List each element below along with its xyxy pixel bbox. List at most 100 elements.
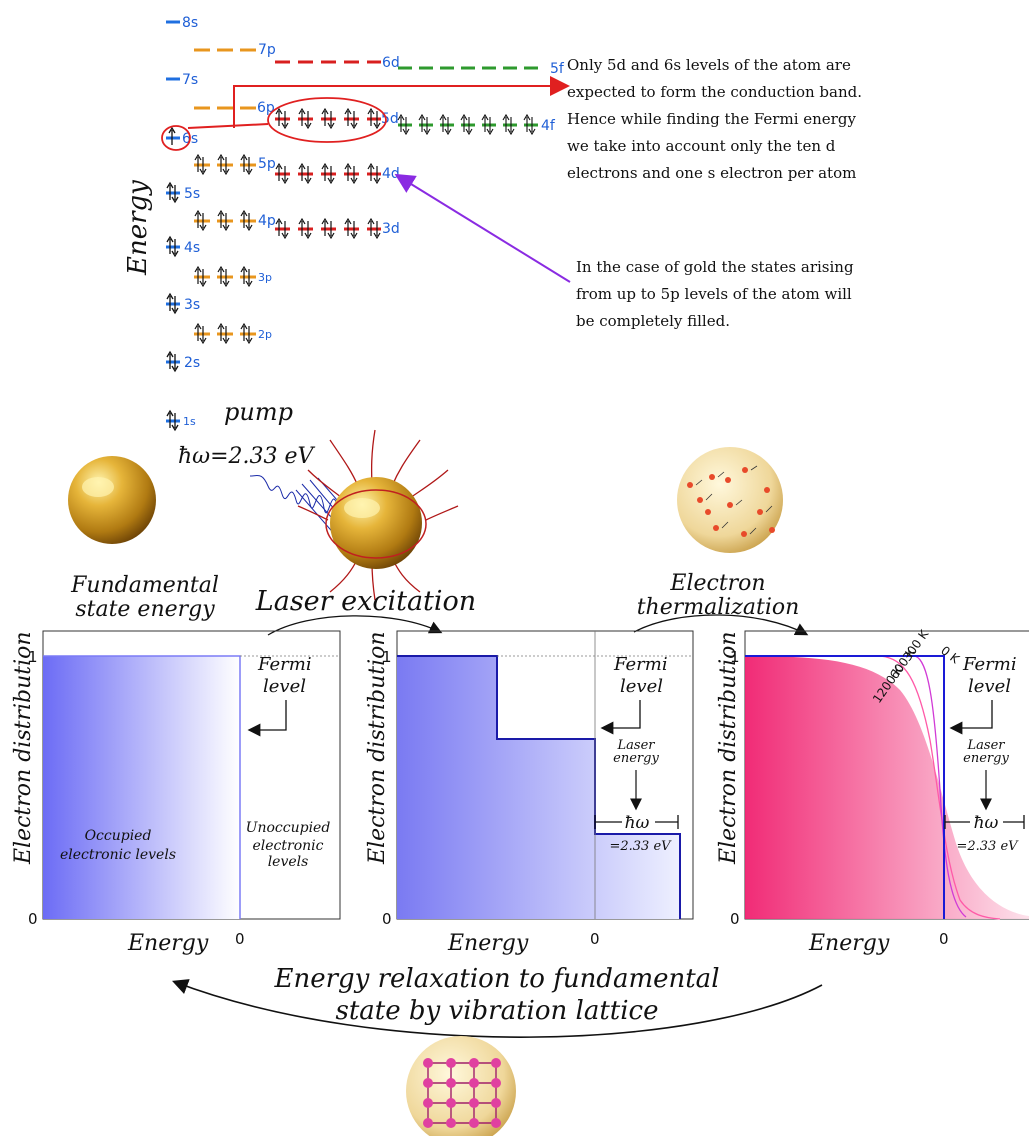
note-line: electrons and one s electron per atom bbox=[567, 164, 856, 182]
fundamental-label: Fundamental bbox=[70, 573, 219, 598]
s-label: 8s bbox=[182, 15, 198, 31]
occupied-label: Occupied bbox=[85, 828, 152, 844]
fermi-label: Fermi bbox=[613, 654, 668, 675]
xlabel: Energy bbox=[808, 931, 890, 956]
d-label: 6d bbox=[382, 55, 400, 71]
s-level-5s: 5s bbox=[166, 181, 200, 204]
unoccupied-label: levels bbox=[268, 854, 309, 870]
note-line: we take into account only the ten d bbox=[567, 137, 836, 155]
temperature-label-0K: 0 K bbox=[938, 643, 963, 667]
laser-excitation-label: Laser excitation bbox=[255, 586, 476, 617]
d-level-4d: 4d bbox=[275, 162, 400, 185]
s-level-8s: 8s bbox=[166, 15, 198, 31]
fermi-label: Fermi bbox=[257, 654, 312, 675]
s-level-1s: 1s bbox=[166, 409, 196, 432]
note-line: Hence while finding the Fermi energy bbox=[567, 110, 856, 128]
panel-fundamental: 1 0 0 Electron distribution Energy Fermi… bbox=[11, 630, 341, 956]
p-level-5p: 5p bbox=[194, 153, 276, 176]
d-label: 4d bbox=[382, 166, 400, 182]
stage-arrow bbox=[267, 615, 443, 636]
p-label: 2p bbox=[258, 328, 272, 341]
f-level-5f: 5f bbox=[398, 61, 565, 77]
excited-distribution-area bbox=[397, 656, 680, 919]
fermi-label: level bbox=[263, 676, 306, 697]
fermi-dirac-600K bbox=[745, 655, 1001, 920]
fundamental-label: state energy bbox=[75, 597, 215, 622]
gold-nanoparticle-lattice bbox=[406, 1036, 516, 1136]
note-filled-levels: In the case of gold the states arising f… bbox=[576, 258, 854, 330]
gold-nanoparticle-thermalized bbox=[677, 447, 783, 553]
y-tick-0: 0 bbox=[382, 910, 392, 928]
relaxation-arrow bbox=[172, 979, 823, 1038]
pump-energy-label: ħω=2.33 eV bbox=[178, 444, 316, 469]
d-level-5d: 5d bbox=[267, 97, 399, 143]
6s-highlight-ellipse bbox=[161, 125, 191, 151]
fermi-label: level bbox=[620, 676, 663, 697]
fermi-dirac-300K bbox=[745, 655, 967, 918]
hbar-value-label: =2.33 eV bbox=[609, 839, 672, 854]
f-level-4f: 4f bbox=[397, 113, 556, 136]
thermalization-label: Electron bbox=[669, 571, 765, 596]
fermi-dirac-0K bbox=[745, 655, 945, 919]
s-level-3s: 3s bbox=[166, 292, 200, 315]
p-label: 6p bbox=[257, 100, 275, 116]
x-tick-0: 0 bbox=[235, 930, 245, 948]
thermalization-label: thermalization bbox=[637, 595, 800, 620]
fermi-label: level bbox=[968, 676, 1011, 697]
fermi-dirac-1200K bbox=[745, 656, 1029, 919]
s-level-2s: 2s bbox=[166, 350, 200, 373]
occupied-label: electronic levels bbox=[60, 847, 176, 863]
ylabel: Electron distribution bbox=[716, 631, 741, 865]
hbar-omega-label: ħω bbox=[625, 813, 650, 833]
f-label: 5f bbox=[550, 61, 565, 77]
note-line: be completely filled. bbox=[576, 312, 730, 330]
p-level-6p: 6p bbox=[194, 100, 275, 116]
d-label: 3d bbox=[382, 221, 400, 237]
s-level-4s: 4s bbox=[166, 235, 200, 258]
p-level-7p: 7p bbox=[194, 42, 276, 58]
p-level-3p: 3p bbox=[194, 265, 272, 288]
laser-energy-label: Laser bbox=[967, 738, 1006, 753]
relaxation-label: Energy relaxation to fundamental bbox=[273, 964, 719, 994]
ylabel: Electron distribution bbox=[365, 631, 390, 865]
laser-energy-label: Laser bbox=[617, 738, 656, 753]
note-line: Only 5d and 6s levels of the atom are bbox=[567, 56, 851, 74]
laser-energy-label: energy bbox=[613, 751, 659, 766]
laser-energy-label: energy bbox=[963, 751, 1009, 766]
d-level-6d: 6d bbox=[275, 55, 400, 71]
f-label: 4f bbox=[541, 118, 556, 134]
y-tick-1: 1 bbox=[730, 648, 740, 666]
unoccupied-label: Unoccupied bbox=[246, 820, 331, 836]
panel-laser-excitation: 1 0 0 Electron distribution Energy Fermi… bbox=[365, 630, 694, 956]
connector-line bbox=[187, 123, 269, 129]
pump-label: pump bbox=[224, 398, 293, 426]
s-label: 5s bbox=[184, 186, 200, 202]
fermi-label: Fermi bbox=[962, 654, 1017, 675]
hbar-value-label: =2.33 eV bbox=[956, 839, 1019, 854]
relaxation-label: state by vibration lattice bbox=[336, 996, 659, 1026]
y-tick-0: 0 bbox=[730, 910, 740, 928]
unoccupied-label: electronic bbox=[253, 838, 324, 854]
5d-highlight-ellipse bbox=[267, 97, 387, 143]
p-label: 4p bbox=[258, 213, 276, 229]
panel-thermalization: 1 0 0 Electron distribution Energy 0 K 3… bbox=[716, 626, 1029, 956]
xlabel: Energy bbox=[447, 931, 529, 956]
x-tick-0: 0 bbox=[939, 930, 949, 948]
xlabel: Energy bbox=[127, 931, 209, 956]
s-label: 4s bbox=[184, 240, 200, 256]
p-label: 5p bbox=[258, 156, 276, 172]
s-label: 2s bbox=[184, 355, 200, 371]
s-level-7s: 7s bbox=[166, 72, 198, 88]
y-tick-1: 1 bbox=[28, 648, 38, 666]
s-label: 3s bbox=[184, 297, 200, 313]
conduction-band-arrow bbox=[233, 76, 570, 128]
note-line: from up to 5p levels of the atom will bbox=[576, 285, 852, 303]
stage-arrow bbox=[633, 614, 809, 636]
p-label: 3p bbox=[258, 271, 272, 284]
ylabel: Electron distribution bbox=[11, 631, 36, 865]
d-level-3d: 3d bbox=[275, 217, 400, 240]
hbar-omega-label: ħω bbox=[974, 813, 999, 833]
s-label: 7s bbox=[182, 72, 198, 88]
